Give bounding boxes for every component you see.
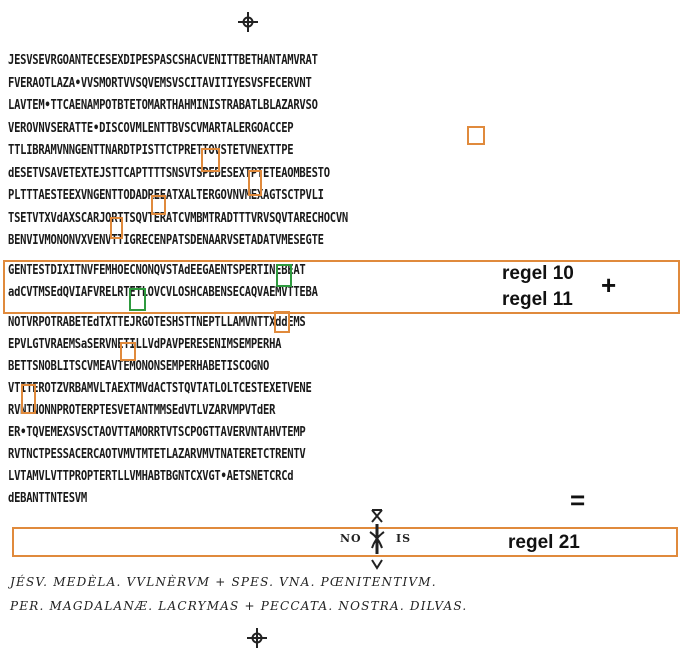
green-letter-box xyxy=(129,288,146,311)
highlight-letter-box xyxy=(248,170,262,196)
green-letter-box xyxy=(276,264,292,287)
highlight-letter-box xyxy=(274,311,290,333)
highlight-letter-box xyxy=(110,217,123,239)
manuscript-line-2: FVERAOTLAZA•VVSMORTVVSQVEMSVSCITAVITIYES… xyxy=(8,75,312,90)
footer-line-2: PER. MAGDALANÆ. LACRYMAS + PECCATA. NOST… xyxy=(10,599,468,613)
regel-10-11-box xyxy=(3,260,680,314)
manuscript-line-3: LAVTEM•TTCAENAMPOTBTETOMARTHAHMINISTRABA… xyxy=(8,97,318,113)
manuscript-line-8: TSETVTXVdAXSCARJORTTSQVTERATCVMBMTRADTTT… xyxy=(8,210,349,225)
chi-rho-right-text: IS xyxy=(396,532,412,545)
highlight-letter-box xyxy=(467,126,485,145)
chi-rho-left-text: NO xyxy=(340,532,362,545)
manuscript-line-4: VEROVNVSERATTE•DISCOVMLENTTBVSCVMARTALER… xyxy=(8,120,294,135)
manuscript-line-11: adCVTMSEdQVIAFVRELRTETLOVCVLOSHCABENSECA… xyxy=(8,284,318,300)
chi-rho-monogram-icon xyxy=(366,506,388,570)
equals-sign: = xyxy=(570,485,586,515)
manuscript-line-5: TTLIBRAMVNNGENTTNARDTPISTTCTPRETTOVSTETV… xyxy=(8,142,294,158)
manuscript-line-19: LVTAMVLVTTPROPTERTLLVMHABTBGNTCXVGT•AETS… xyxy=(8,468,294,484)
regel-21-box xyxy=(12,527,678,557)
manuscript-line-16: RVNTNONNPROTERPTESVETANTMMSEdVTLVZARVMPV… xyxy=(8,402,276,418)
top-cross-ornament-icon xyxy=(237,11,259,33)
regel-11-label: regel 11 xyxy=(502,289,573,310)
manuscript-line-10: GENTESTDIXITNVFEMHOECNONQVSTAdEEGAENTSPE… xyxy=(8,262,306,278)
manuscript-line-13: EPVLGTVRAEMSaSERVNETILLVdPAVPERESENIMSEM… xyxy=(8,336,282,352)
regel-10-label: regel 10 xyxy=(502,263,574,284)
manuscript-line-12: NOTVRPOTRABETEdTXTTEJRGOTESHSTTNEPTLLAMV… xyxy=(8,314,306,330)
manuscript-line-14: BETTSNOBLITSCVMEAVTEMONONSEMPERHABETISCO… xyxy=(8,358,270,374)
bottom-cross-ornament-icon xyxy=(246,627,268,649)
plus-sign: + xyxy=(601,270,617,300)
manuscript-line-15: VTITEROTZVRBAMVLTAEXTMVdACTSTQVTATLOLTCE… xyxy=(8,380,312,396)
highlight-letter-box xyxy=(201,148,220,172)
manuscript-line-18: RVTNCTPESSACERCAOTVMVTMTETLAZARVMVTNATER… xyxy=(8,446,306,462)
highlight-letter-box xyxy=(120,342,136,361)
manuscript-line-20: dEBANTTNTESVM xyxy=(8,490,87,506)
manuscript-line-9: BENVIVMONONVXVENVTTIGRECENPATSDENAARVSET… xyxy=(8,232,324,248)
highlight-letter-box xyxy=(151,195,166,215)
regel-21-label: regel 21 xyxy=(508,532,580,553)
manuscript-line-1: JESVSEVRGOANTECESEXDIPESPASCSHACVENITTBE… xyxy=(8,52,318,68)
highlight-letter-box xyxy=(21,384,36,414)
manuscript-line-17: ER•TQVEMEXSVSCTAOVTTAMORRTVTSCPOGTTAVERV… xyxy=(8,424,306,440)
footer-line-1: JÉSV. MEDÈLA. VVLNÈRVM + SPES. VNA. PŒNI… xyxy=(10,575,437,589)
